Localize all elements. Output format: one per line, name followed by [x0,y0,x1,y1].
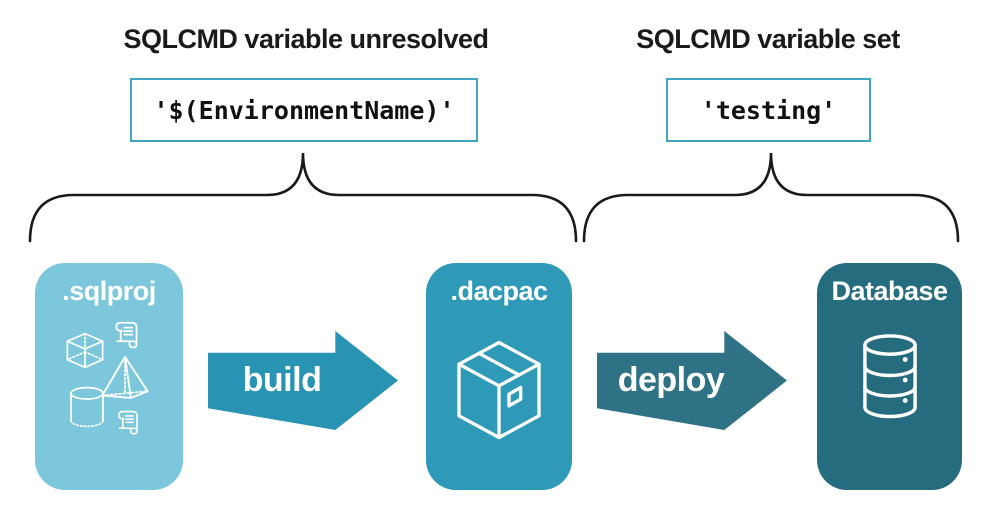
code-box-testing: 'testing' [666,78,871,142]
script-scroll-icon [117,410,138,435]
package-icon [457,340,541,440]
stage-dacpac: .dacpac [426,263,572,490]
deploy-arrow: deploy [597,331,787,430]
database-icon [863,334,917,419]
script-scroll-icon [115,321,138,349]
stage-database-label: Database [831,276,948,306]
heading-variable-set: SQLCMD variable set [636,24,900,54]
brace-left [28,152,578,243]
stage-sqlproj-label: .sqlproj [62,276,156,306]
code-box-environment-name: '$(EnvironmentName)' [130,78,478,142]
cube-icon [66,332,104,369]
deploy-arrow-label: deploy [617,361,725,399]
stage-sqlproj: .sqlproj [35,263,183,490]
build-arrow-label: build [242,361,322,399]
cylinder-icon [70,386,104,428]
stage-database: Database [817,263,962,490]
heading-variable-unresolved: SQLCMD variable unresolved [123,24,489,54]
pyramid-icon [101,355,149,399]
stage-dacpac-label: .dacpac [450,276,548,306]
build-arrow: build [208,331,398,430]
brace-right [582,152,960,243]
